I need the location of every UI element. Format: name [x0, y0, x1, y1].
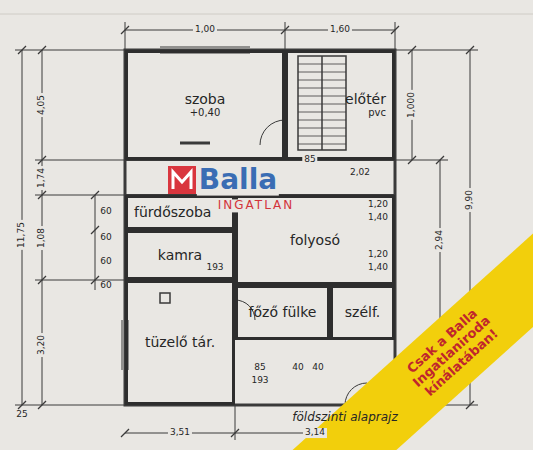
dimension: 1,40: [366, 263, 390, 273]
room-note: +0,40: [190, 107, 221, 119]
room: szélf.: [330, 285, 395, 340]
dimension: 1,08: [37, 226, 47, 250]
room-name: folyosó: [290, 232, 340, 248]
dimension: 193: [249, 376, 270, 386]
dimension: 3,51: [168, 428, 192, 438]
dimension: 40: [290, 363, 305, 373]
dimension: 40: [310, 363, 325, 373]
room-name: fürdőszoba: [134, 204, 211, 220]
dimension: 60: [98, 207, 113, 217]
dimension: 1,00: [193, 25, 217, 35]
watermark-logo: INGATLAN: [216, 199, 297, 212]
dimension: 60: [98, 281, 113, 291]
watermark-logo: Balla: [197, 165, 279, 196]
plan-title: földszinti alaprajz: [290, 411, 399, 424]
room-name: szélf.: [345, 304, 381, 320]
room-name: főző fülke: [249, 304, 317, 320]
dimension: 4,05: [37, 93, 47, 117]
dimension: 85: [252, 363, 267, 373]
dimension: 60: [98, 257, 113, 267]
logo-mark: [168, 166, 196, 194]
room-note: pvc: [368, 107, 386, 119]
dimension: 1,40: [366, 213, 390, 223]
room-name: tüzelő tár.: [145, 334, 215, 350]
dimension: 11,75: [17, 220, 27, 250]
room: szoba+0,40: [125, 50, 285, 160]
dimension: 2,94: [435, 228, 445, 252]
room: főző fülke: [235, 285, 330, 340]
banner-band: [277, 230, 533, 450]
room-name: előtér: [345, 91, 386, 107]
dimension: 25: [14, 410, 29, 420]
dimension: 193: [204, 263, 225, 273]
dimension: 9,90: [465, 188, 475, 212]
room: előtérpvc: [285, 50, 395, 160]
dimension: 60: [98, 233, 113, 243]
dimension: 1,20: [366, 200, 390, 210]
dimension: 1,74: [37, 166, 47, 190]
room-name: szoba: [185, 91, 226, 107]
dimension: 1,20: [366, 250, 390, 260]
dimension: 2,02: [348, 168, 372, 178]
outer-wall: [125, 50, 395, 405]
dimension: 1,60: [328, 25, 352, 35]
dimension: 3,20: [37, 333, 47, 357]
dimension: 1,000: [407, 90, 417, 120]
room-name: kamra: [158, 247, 202, 263]
dimension: 85: [302, 155, 317, 165]
dimension: 3,14: [303, 428, 327, 438]
room: tüzelő tár.: [125, 280, 235, 405]
